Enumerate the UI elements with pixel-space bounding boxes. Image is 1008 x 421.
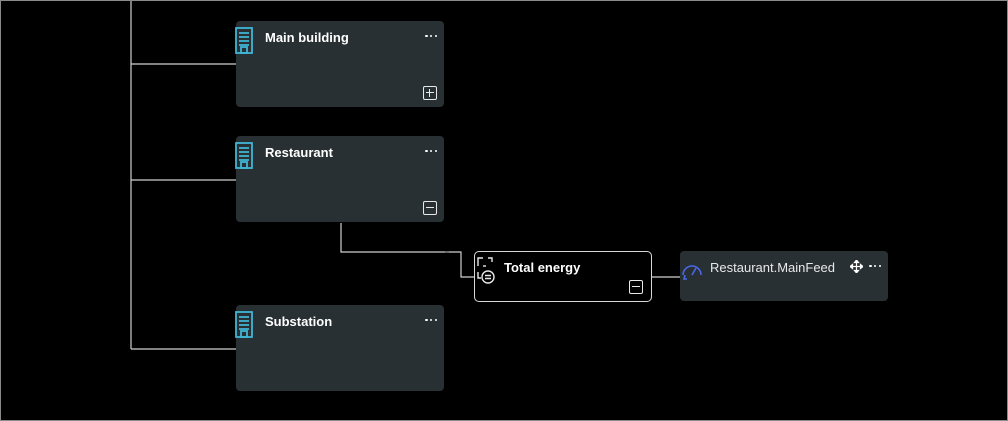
more-options-icon[interactable] [869, 263, 881, 269]
collapse-icon[interactable] [629, 280, 643, 294]
collapse-icon[interactable] [423, 201, 437, 215]
building-icon [235, 27, 253, 54]
node-main-building[interactable]: Main building [235, 21, 444, 107]
node-title: Restaurant [265, 145, 333, 160]
move-icon[interactable] [850, 260, 863, 273]
building-icon [235, 142, 253, 169]
node-restaurant-mainfeed[interactable]: Restaurant.MainFeed [680, 251, 888, 301]
more-options-icon[interactable] [425, 148, 437, 154]
more-options-icon[interactable] [425, 317, 437, 323]
connector-restaurant-total [340, 223, 475, 278]
node-substation[interactable]: Substation [235, 305, 444, 391]
node-title: Substation [265, 314, 333, 329]
more-options-icon[interactable] [425, 33, 437, 39]
node-restaurant[interactable]: Restaurant [235, 136, 444, 222]
meter-gauge-icon [682, 265, 702, 280]
calculation-icon [477, 257, 495, 284]
node-title: Main building [265, 30, 349, 45]
expand-icon[interactable] [423, 86, 437, 100]
node-total-energy[interactable]: Total energy [474, 251, 652, 302]
node-title: Total energy [504, 260, 581, 275]
building-icon [235, 311, 253, 338]
node-title: Restaurant.MainFeed [710, 260, 836, 275]
